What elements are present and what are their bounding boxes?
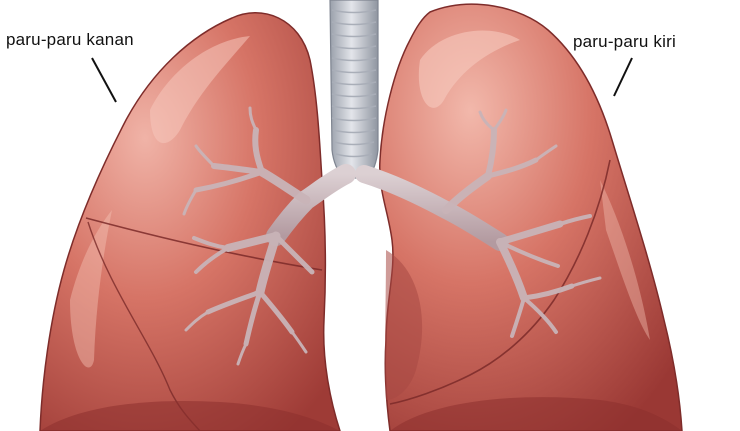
right-lung-leader-line xyxy=(91,57,117,103)
left-lung xyxy=(378,3,683,431)
left-lung-label: paru-paru kiri xyxy=(573,32,676,51)
trachea xyxy=(329,0,379,179)
left-lung-leader-line xyxy=(613,57,633,97)
right-lung-label: paru-paru kanan xyxy=(6,30,134,49)
bronchial-tree xyxy=(182,106,602,366)
right-lung xyxy=(39,12,341,431)
